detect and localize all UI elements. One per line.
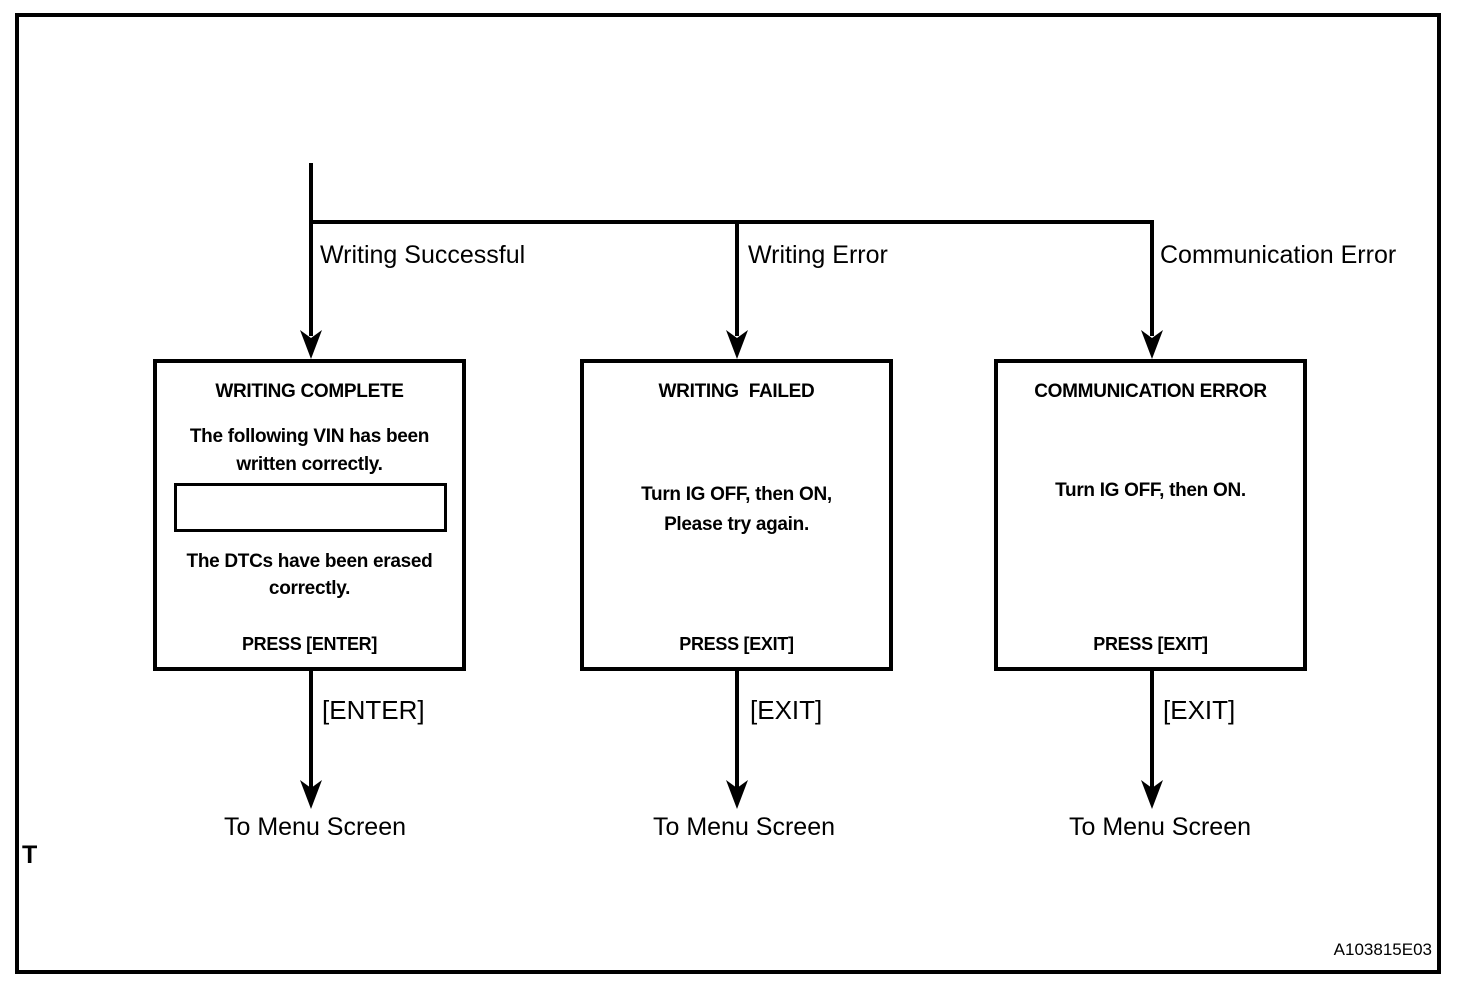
arrow-down-icon	[725, 780, 749, 809]
flow-branch-line	[309, 220, 1154, 224]
branch-label-writing-error: Writing Error	[748, 241, 888, 269]
branch-arrow-stem-success	[309, 224, 313, 336]
vin-field	[174, 483, 447, 532]
screen-body-bottom: The DTCs have been erased correctly.	[186, 551, 433, 599]
arrow-down-icon	[299, 330, 323, 359]
flow-stem-line	[309, 163, 313, 224]
key-label-enter: [ENTER]	[322, 695, 425, 725]
screen-footer: PRESS [ENTER]	[241, 634, 378, 654]
branch-arrow-stem-error	[735, 224, 739, 336]
screen-footer: PRESS [EXIT]	[1093, 634, 1208, 654]
screen-body: Turn IG OFF, then ON.	[1055, 480, 1246, 501]
destination-label-1: To Menu Screen	[223, 813, 407, 841]
screen-box-writing-complete: WRITING COMPLETE The following VIN has b…	[153, 359, 466, 671]
page-border	[15, 13, 1441, 974]
screen-body-top: The following VIN has been written corre…	[189, 426, 430, 475]
result-arrow-stem-2	[735, 671, 739, 788]
result-arrow-stem-3	[1150, 671, 1154, 788]
screen-title: WRITING COMPLETE	[215, 381, 404, 402]
arrow-down-icon	[1140, 780, 1164, 809]
result-arrow-stem-1	[309, 671, 313, 788]
screen-title: COMMUNICATION ERROR	[1034, 381, 1267, 402]
key-label-exit-2: [EXIT]	[1163, 695, 1236, 725]
arrow-down-icon	[725, 330, 749, 359]
key-label-exit-1: [EXIT]	[750, 695, 823, 725]
destination-label-3: To Menu Screen	[1068, 813, 1252, 841]
screen-box-writing-failed: WRITING FAILED Turn IG OFF, then ON, Ple…	[580, 359, 893, 671]
screen-body: Turn IG OFF, then ON, Please try again.	[641, 484, 832, 535]
destination-label-2: To Menu Screen	[652, 813, 836, 841]
margin-letter: T	[22, 841, 38, 869]
branch-label-communication-error: Communication Error	[1160, 241, 1397, 269]
screen-title: WRITING FAILED	[658, 381, 815, 402]
screen-box-communication-error: COMMUNICATION ERROR Turn IG OFF, then ON…	[994, 359, 1307, 671]
branch-arrow-stem-comm-error	[1150, 224, 1154, 336]
figure-code: A103815E03	[1333, 940, 1432, 959]
arrow-down-icon	[1140, 330, 1164, 359]
arrow-down-icon	[299, 780, 323, 809]
branch-label-writing-successful: Writing Successful	[320, 241, 526, 269]
screen-footer: PRESS [EXIT]	[679, 634, 794, 654]
